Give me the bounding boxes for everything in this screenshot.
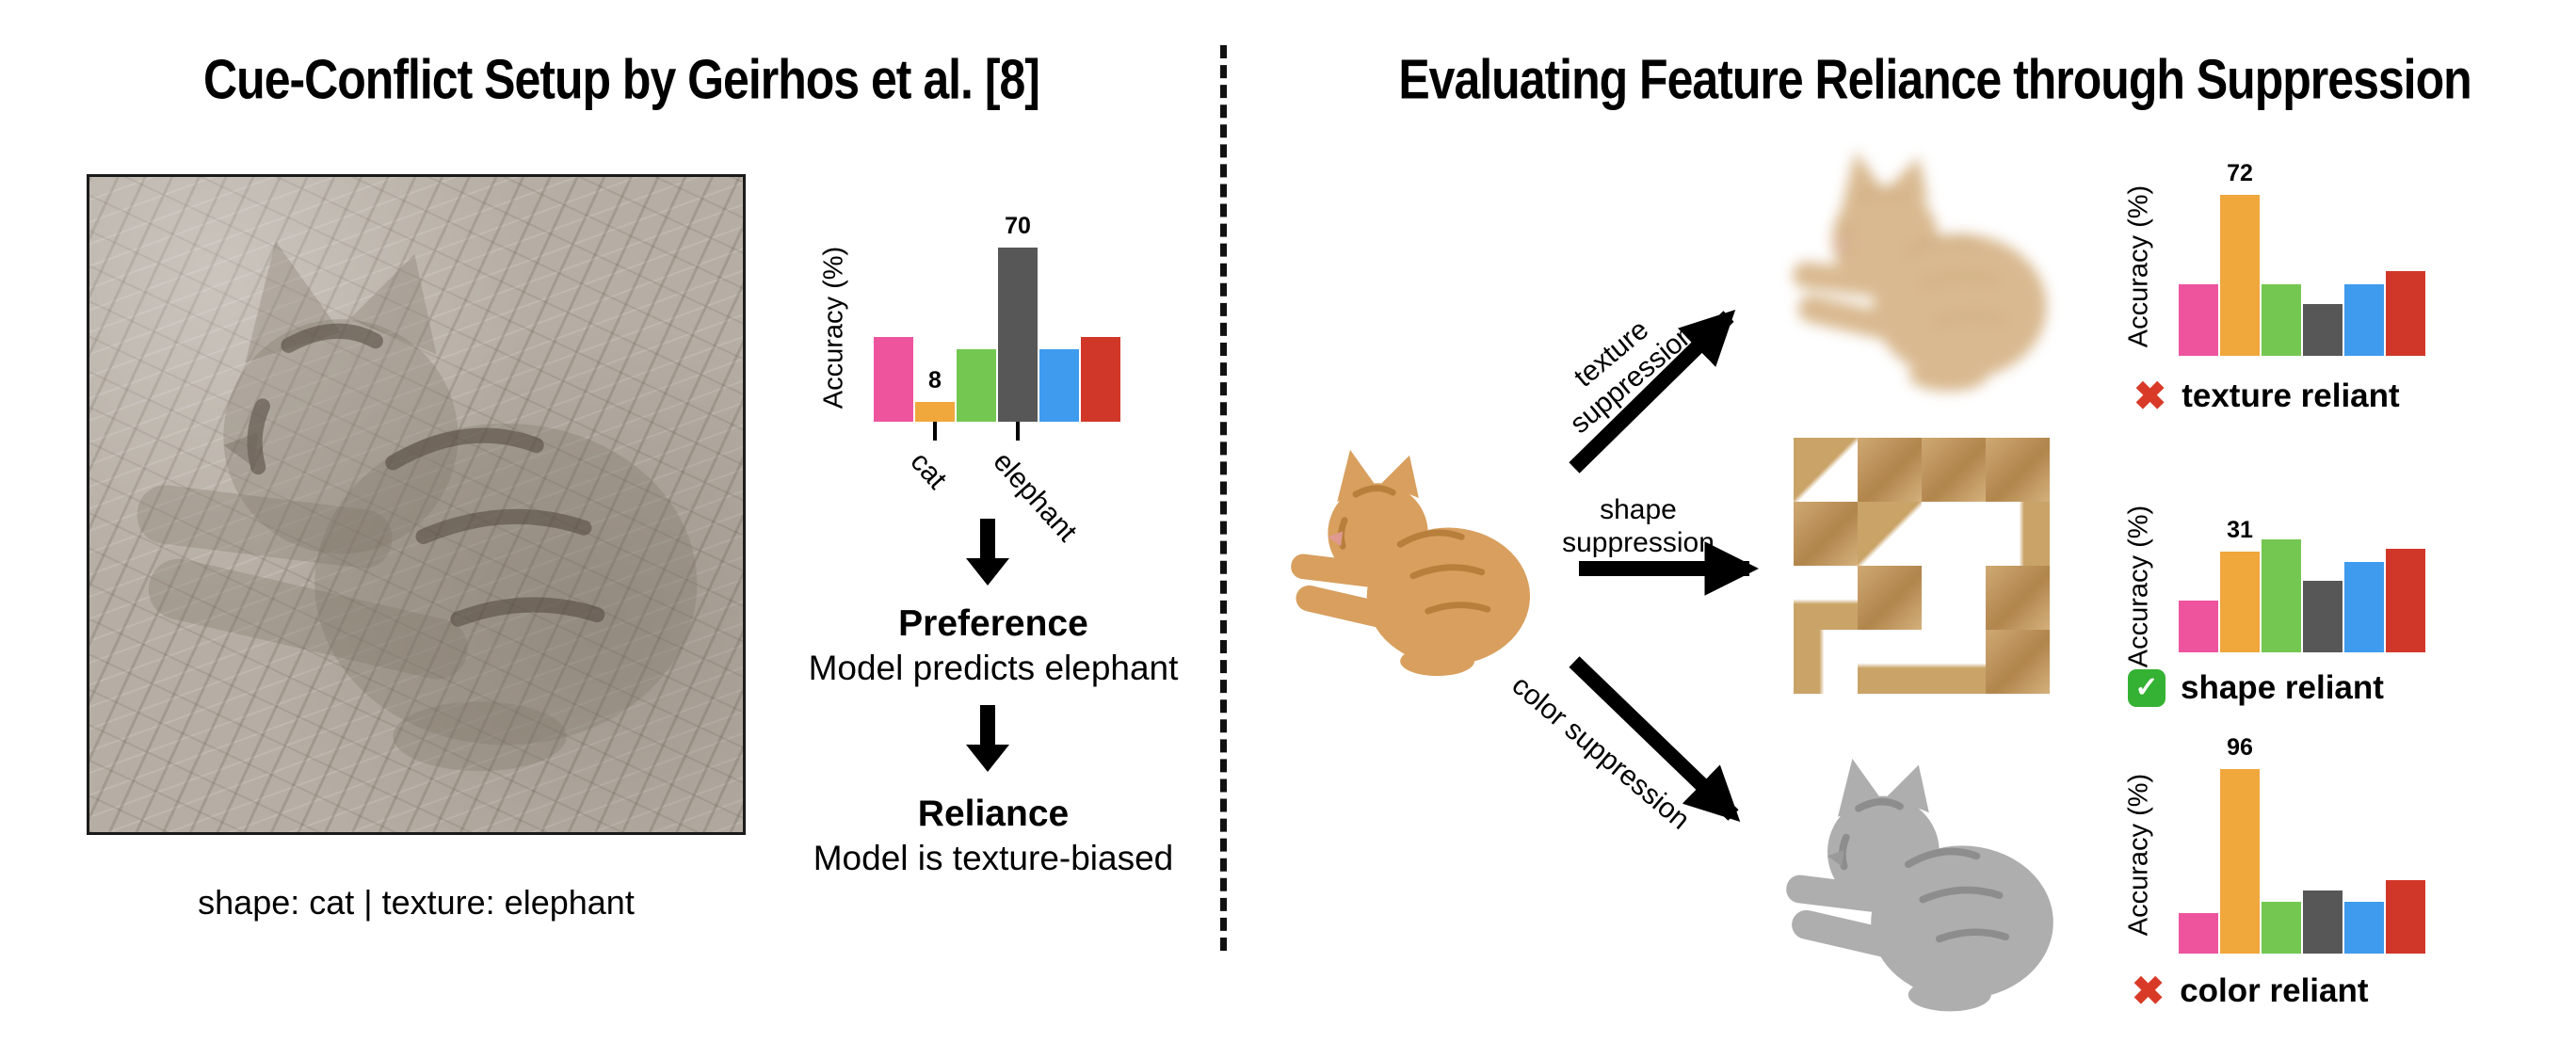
- bar-red: [2386, 271, 2425, 356]
- texture-suppressed-image: [1791, 151, 2047, 392]
- bar-blue: [2344, 284, 2384, 356]
- check-icon: ✓: [2128, 669, 2165, 707]
- source-cat-image: [1290, 449, 1531, 677]
- suppression-arrows: [1569, 309, 1760, 822]
- bar-pink: [2179, 601, 2218, 652]
- bar-gray: [2303, 891, 2343, 954]
- reliance-text: Model is texture-biased: [813, 839, 1174, 877]
- left-panel-title: Cue-Conflict Setup by Geirhos et al. [8]: [203, 47, 1040, 110]
- bar-gray: [2303, 581, 2343, 652]
- x-tick-label: cat: [904, 446, 953, 495]
- texture-arrow-icon: [1569, 309, 1736, 473]
- bar-value-label: 72: [2227, 160, 2253, 186]
- patch-cell: [1986, 630, 2050, 694]
- bar-pink: [874, 337, 913, 422]
- bar-orange: [915, 402, 955, 422]
- bar-red: [2386, 880, 2425, 954]
- color-arrow-icon: [1569, 656, 1741, 822]
- down-arrow-icon: [966, 519, 1009, 586]
- patch-cell: [1858, 630, 1922, 694]
- x-axis-tick: [933, 422, 937, 441]
- bar-pink: [2179, 913, 2218, 954]
- patch-cell: [1858, 438, 1922, 502]
- bar-orange: [2220, 195, 2260, 356]
- bar-green: [2262, 284, 2301, 356]
- verdict-color: ✖ color reliant: [2132, 970, 2369, 1013]
- patch-cell: [1922, 566, 1986, 630]
- y-axis-label: Accuracy (%): [2123, 773, 2154, 937]
- y-axis-label: Accuracy (%): [2123, 505, 2154, 668]
- bar-value-label: 8: [928, 367, 942, 393]
- bar-value-label: 70: [1005, 213, 1031, 239]
- patch-cell: [1986, 566, 2050, 630]
- cue-image-caption: shape: cat | texture: elephant: [198, 883, 635, 922]
- shape-suppressed-image: [1794, 438, 2050, 694]
- y-axis-label: Accuracy (%): [2123, 185, 2154, 348]
- bar-blue: [1039, 349, 1079, 422]
- verdict-label: shape reliant: [2181, 669, 2384, 706]
- y-axis-label: Accuracy (%): [818, 246, 849, 409]
- cat-outline-icon: [137, 241, 698, 772]
- patch-cell: [1986, 438, 2050, 502]
- patch-cell: [1794, 438, 1858, 502]
- verdict-label: color reliant: [2180, 972, 2369, 1009]
- cross-icon: ✖: [2133, 374, 2167, 418]
- bar-blue: [2344, 902, 2384, 954]
- bar-orange: [2220, 552, 2260, 652]
- preference-text: Model predicts elephant: [808, 649, 1179, 687]
- reliance-title: Reliance: [917, 794, 1070, 834]
- verdict-label: texture reliant: [2182, 377, 2400, 414]
- texture-suppression-chart: Accuracy (%) 72: [2124, 160, 2429, 356]
- verdict-texture: ✖ texture reliant: [2133, 375, 2400, 418]
- bar-blue: [2344, 562, 2384, 652]
- cross-icon: ✖: [2132, 969, 2165, 1013]
- patch-cell: [1794, 566, 1858, 630]
- patch-cell: [1986, 502, 2050, 566]
- bar-green: [2262, 902, 2301, 954]
- panel-divider: [1220, 45, 1227, 951]
- patch-cell: [1794, 502, 1858, 566]
- bar-pink: [2179, 284, 2218, 356]
- down-arrow-icon: [966, 705, 1009, 772]
- bar-gray: [998, 248, 1038, 422]
- color-suppressed-image: [1784, 759, 2053, 1012]
- shape-suppression-chart: Accuracy (%) 31: [2124, 505, 2429, 667]
- bar-green: [957, 349, 996, 422]
- arrow-label-shape: shape suppression: [1562, 494, 1715, 559]
- patch-cell: [1794, 630, 1858, 694]
- bar-red: [1081, 337, 1120, 422]
- bar-value-label: 96: [2227, 734, 2253, 761]
- patch-cell: [1922, 502, 1986, 566]
- x-axis-tick: [1016, 422, 1020, 441]
- bar-value-label: 31: [2227, 517, 2253, 543]
- verdict-shape: ✓ shape reliant: [2128, 666, 2384, 710]
- patch-cell: [1922, 630, 1986, 694]
- patch-cell: [1858, 566, 1922, 630]
- bar-gray: [2303, 304, 2343, 356]
- right-panel-title: Evaluating Feature Reliance through Supp…: [1398, 47, 2471, 110]
- cue-conflict-image: [87, 174, 746, 835]
- patch-cell: [1858, 502, 1922, 566]
- color-suppression-chart: Accuracy (%) 96: [2124, 734, 2429, 954]
- preference-title: Preference: [898, 603, 1088, 644]
- bar-green: [2262, 539, 2301, 652]
- bar-orange: [2220, 769, 2260, 954]
- patch-cell: [1922, 438, 1986, 502]
- bar-red: [2386, 549, 2425, 652]
